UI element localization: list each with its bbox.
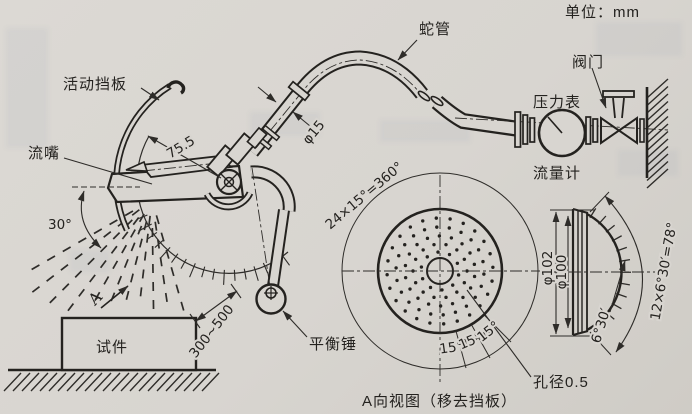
spray-head-front-view (341, 172, 540, 385)
pipe-flanges-right (585, 116, 599, 145)
pressure-gauge-flowmeter (537, 108, 587, 158)
dim-head-outer-diameter: φ102 (540, 251, 556, 286)
label-pressure-gauge: 压力表 (533, 94, 581, 111)
balance-weight (255, 283, 287, 315)
pipe-flanges-left (514, 111, 536, 148)
pipe-nuts (205, 126, 268, 178)
dim-baffle-radius: 75.5 (164, 133, 198, 162)
label-balance-weight: 平衡锤 (309, 336, 357, 353)
protractor-ticks (137, 214, 290, 285)
dim-division-angle: 6°30′ (588, 306, 614, 345)
label-hole-diameter: 孔径0.5 (533, 374, 589, 391)
baffle-hook (166, 80, 186, 95)
tube-diameter-dimension (257, 86, 311, 127)
label-flow-meter: 流量计 (533, 165, 581, 182)
gauge-needle (547, 116, 563, 134)
unit-note: 单位：mm (565, 4, 640, 21)
dim-head-inner-diameter: φ100 (554, 255, 570, 290)
specimen-block (60, 316, 198, 372)
nozzle-tip (125, 160, 149, 172)
label-specimen: 试件 (96, 339, 128, 356)
label-snake-tube: 蛇管 (419, 21, 451, 38)
baffle-radius-dimension (147, 135, 222, 179)
label-nozzle: 流嘴 (28, 145, 60, 162)
dim-hole-circle-note: 24×15°=360° (322, 159, 406, 233)
spray-angle-dimension (72, 186, 140, 249)
spray-hole-pattern (385, 216, 495, 326)
dim-spray-angle: 30° (48, 217, 72, 233)
valve-body (600, 90, 645, 145)
distance-dimension (189, 283, 242, 329)
label-valve: 阀门 (572, 54, 604, 71)
pivot-joint (215, 168, 243, 196)
view-a-arrow (100, 285, 129, 309)
spray-head-side-view (548, 191, 655, 356)
dim-arc-divisions: 12×6°30′=78° (648, 221, 681, 322)
wall-hatching (646, 78, 669, 189)
valve-handle (602, 90, 635, 98)
pendulum-arm (203, 165, 296, 301)
view-caption: A向视图（移去挡板） (362, 392, 517, 410)
label-movable-baffle: 活动挡板 (63, 75, 127, 93)
dim-ring-spacing-1: 15° (438, 338, 464, 357)
leader-lines (63, 39, 607, 378)
ground-hatching (3, 372, 220, 392)
